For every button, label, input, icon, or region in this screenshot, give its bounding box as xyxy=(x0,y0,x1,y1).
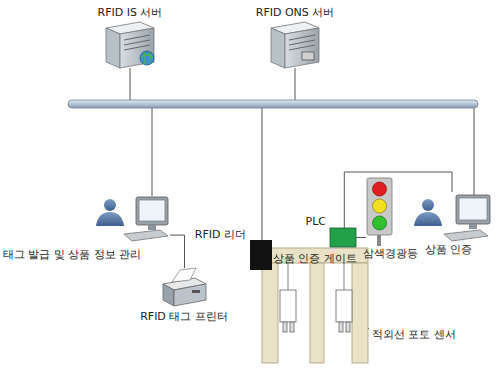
gate-frame: 상품 인증 게이트 xyxy=(262,248,368,363)
node-label: 삼색경광등 xyxy=(363,247,418,260)
rfid-reader: RFID 리더 xyxy=(250,240,272,270)
photo-sensor: 적외선 포토 센서 xyxy=(336,290,352,322)
node-label: 적외선 포토 센서 xyxy=(372,328,456,341)
connector-line xyxy=(356,237,366,238)
node-label: 상품 인증 게이트 xyxy=(273,252,357,265)
computer-icon: 태그 발급 및 상품 정보 관리 xyxy=(124,196,170,242)
node-label: RFID 태그 프린터 xyxy=(140,310,228,323)
server-icon: RFID IS 서버 xyxy=(105,22,155,68)
plc-box: PLC xyxy=(330,228,356,247)
node-label: PLC xyxy=(306,215,326,228)
computer-icon: 상품 인증 xyxy=(412,192,492,242)
node-label: 태그 발급 및 상품 정보 관리 xyxy=(3,248,141,261)
node-label: RFID 리더 xyxy=(195,228,246,241)
node-label: RFID ONS 서버 xyxy=(256,6,335,19)
node-label: 상품 인증 xyxy=(425,243,473,256)
connector-line xyxy=(170,235,185,268)
server-icon: RFID ONS 서버 xyxy=(270,22,320,68)
signal-light: 삼색경광등 xyxy=(366,178,393,246)
printer-icon: RFID 태그 프린터 xyxy=(162,268,207,307)
node-label: RFID IS 서버 xyxy=(98,6,163,19)
connector-line xyxy=(344,172,452,228)
